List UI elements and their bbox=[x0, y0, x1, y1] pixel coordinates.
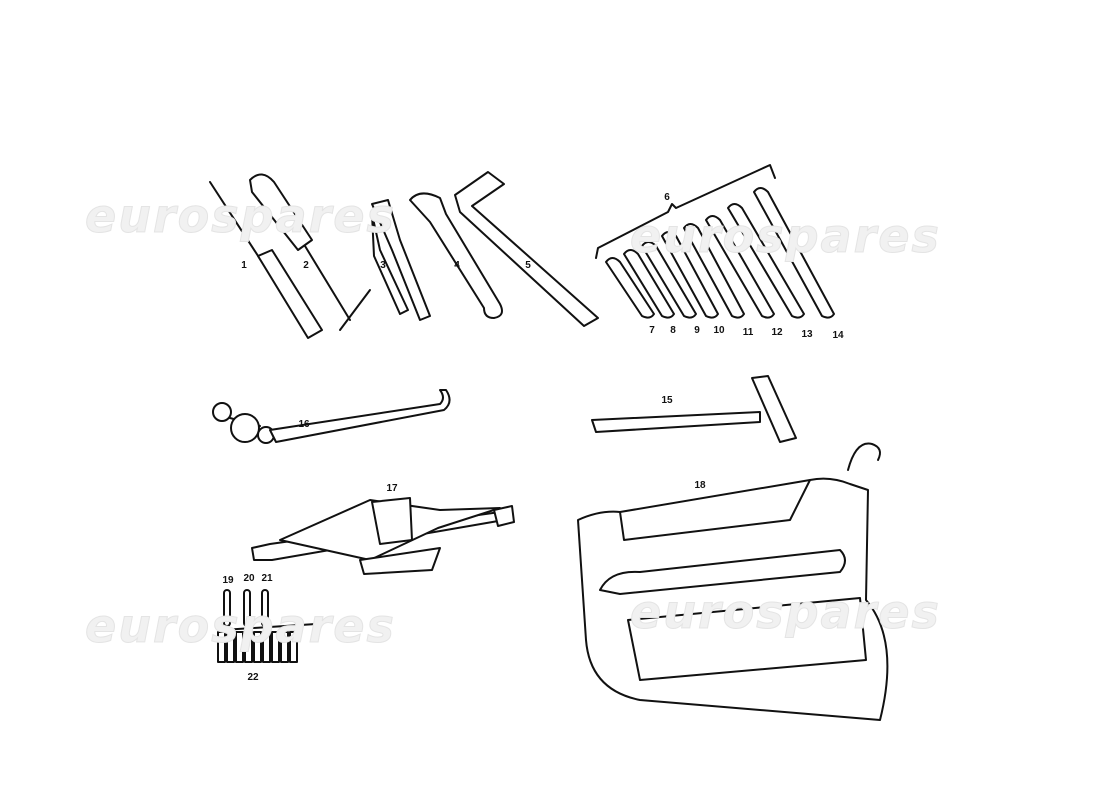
hammer-15 bbox=[591, 375, 797, 443]
callout-4: 4 bbox=[454, 260, 460, 271]
fuse bbox=[289, 631, 298, 663]
callout-17: 17 bbox=[386, 483, 398, 494]
open-end-wrench bbox=[605, 257, 655, 319]
tool-roll-18 bbox=[577, 442, 889, 721]
watermark: eurospares bbox=[630, 209, 941, 263]
callout-8: 8 bbox=[670, 325, 676, 336]
watermark: eurospares bbox=[630, 585, 941, 639]
open-end-wrench bbox=[623, 249, 675, 319]
open-end-wrench bbox=[753, 187, 835, 319]
fuse-strip bbox=[221, 623, 317, 631]
watermarks: eurospares eurospares eurospares eurospa… bbox=[85, 189, 941, 654]
pins-19-21 bbox=[223, 589, 269, 627]
callout-22: 22 bbox=[247, 672, 259, 683]
callout-3: 3 bbox=[380, 260, 386, 271]
callout-19: 19 bbox=[222, 575, 234, 586]
open-end-wrench bbox=[661, 231, 719, 319]
fuse bbox=[271, 631, 280, 663]
callout-11: 11 bbox=[743, 327, 754, 338]
callout-9: 9 bbox=[694, 325, 700, 336]
wrench-set-6 bbox=[595, 164, 835, 319]
callout-7: 7 bbox=[649, 325, 655, 336]
screwdriver-2 bbox=[249, 173, 371, 331]
fuse bbox=[235, 631, 244, 663]
callout-21: 21 bbox=[261, 573, 273, 584]
fuse bbox=[262, 631, 271, 663]
open-end-wrench bbox=[683, 223, 745, 319]
fuse bbox=[226, 631, 235, 663]
callout-12: 12 bbox=[771, 327, 783, 338]
callout-15: 15 bbox=[661, 395, 673, 406]
open-end-wrench bbox=[641, 241, 697, 319]
callout-2: 2 bbox=[303, 260, 309, 271]
callout-16: 16 bbox=[298, 419, 310, 430]
callout-20: 20 bbox=[243, 573, 255, 584]
callout-10: 10 bbox=[713, 325, 725, 336]
hex-key-5 bbox=[454, 171, 599, 327]
fuse-set-22 bbox=[217, 623, 317, 663]
pliers-3 bbox=[371, 199, 431, 321]
callout-18: 18 bbox=[694, 480, 706, 491]
callout-5: 5 bbox=[525, 260, 531, 271]
fuse bbox=[217, 631, 226, 663]
screwdriver-1 bbox=[209, 181, 323, 339]
scissor-jack-17 bbox=[251, 497, 515, 575]
open-end-wrench bbox=[705, 215, 775, 319]
callout-14: 14 bbox=[832, 330, 844, 341]
fuse bbox=[244, 631, 253, 663]
fuse bbox=[253, 631, 262, 663]
callout-13: 13 bbox=[801, 329, 813, 340]
callout-6: 6 bbox=[664, 192, 670, 203]
callout-1: 1 bbox=[241, 260, 247, 271]
open-end-wrench bbox=[727, 203, 805, 319]
watermark: eurospares bbox=[85, 599, 396, 653]
adjustable-wrench-4 bbox=[409, 192, 503, 319]
fuse bbox=[280, 631, 289, 663]
watermark: eurospares bbox=[85, 189, 396, 243]
wheel-brace-16 bbox=[212, 389, 451, 444]
